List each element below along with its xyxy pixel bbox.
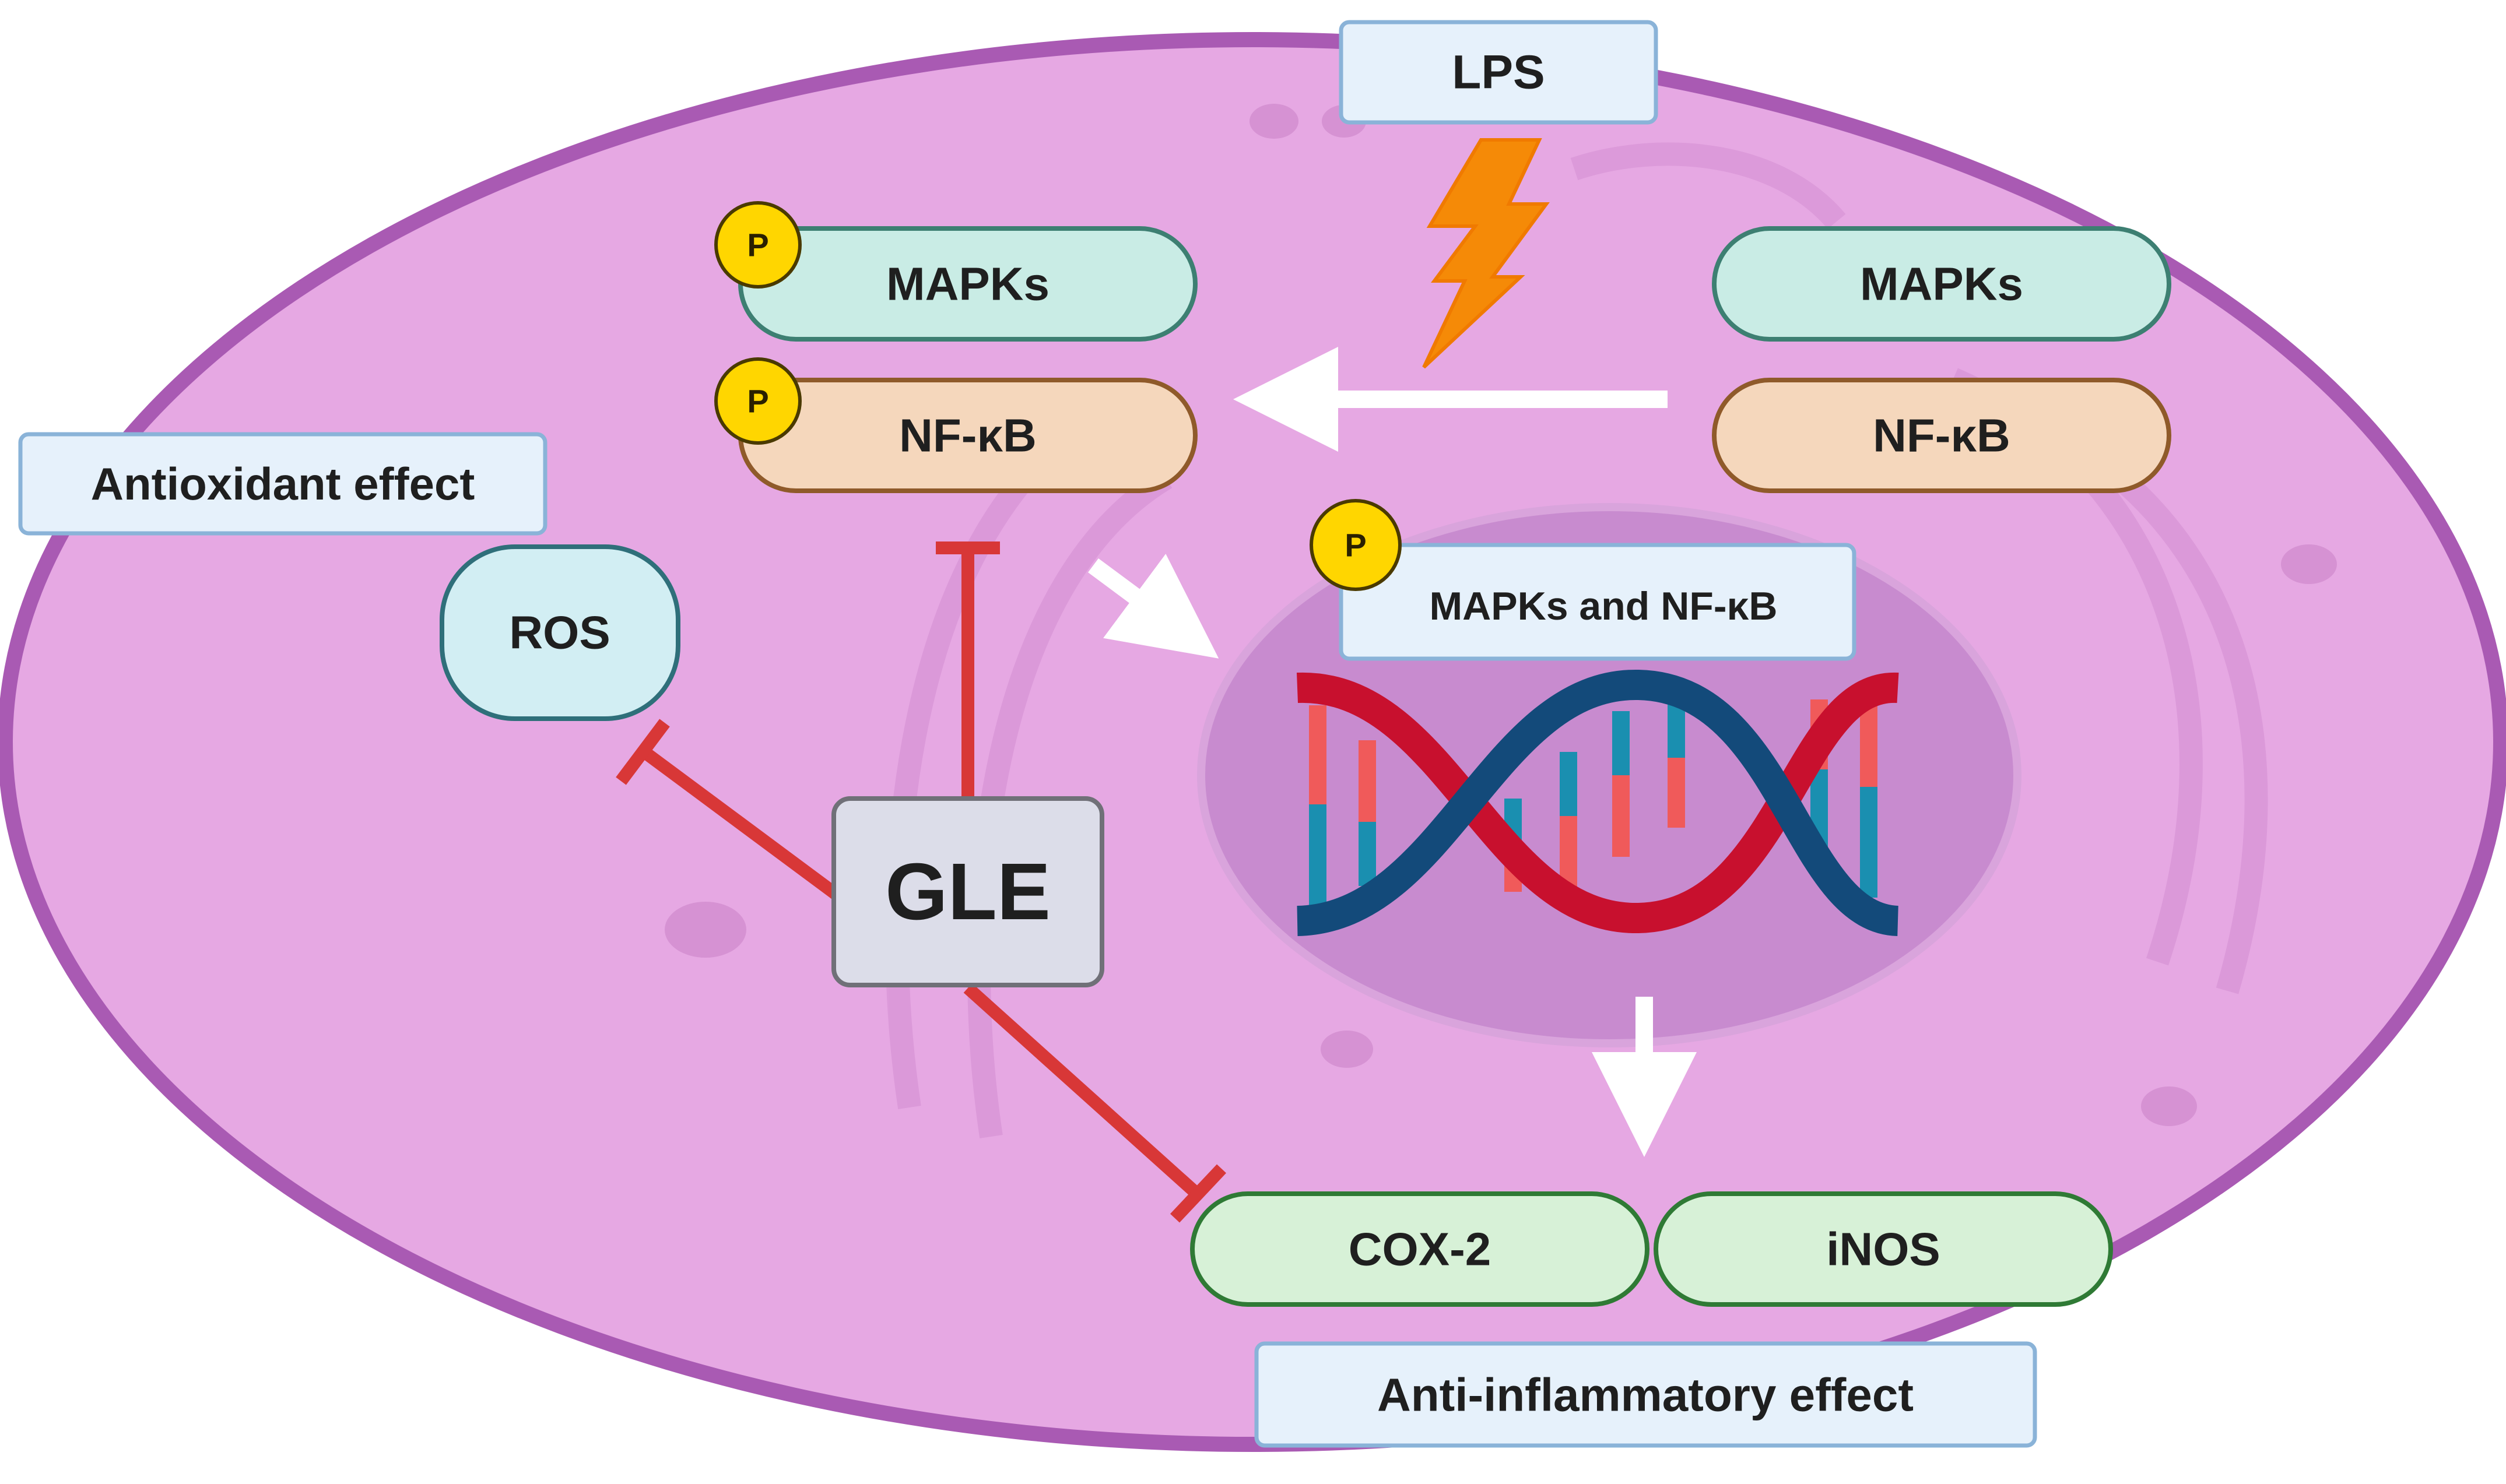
phospho-badge-mapks-label: P xyxy=(747,227,768,263)
mapks-inactive: MAPKs xyxy=(1712,226,2171,342)
phospho-badge-nfkb-label: P xyxy=(747,383,768,420)
mapks-phosphorylated: MAPKs P xyxy=(714,201,1198,342)
nuclear-factors-box: MAPKs and NF-κB P xyxy=(1310,499,1856,661)
nuclear-factors-label: MAPKs and NF-κB xyxy=(1429,584,1777,628)
nfkb-phosphorylated: NF-κB P xyxy=(714,357,1198,493)
phospho-badge-nuclear xyxy=(1310,499,1402,591)
antiinflammatory-effect-box: Anti-inflammatory effect xyxy=(1254,1341,2037,1448)
cox2-label: COX-2 xyxy=(1349,1223,1491,1275)
inhibition-lines xyxy=(616,541,1227,1223)
mapks-phospho-label: MAPKs xyxy=(886,258,1050,310)
nfkb-inactive: NF-κB xyxy=(1712,378,2171,493)
nfkb-inactive-label: NF-κB xyxy=(1873,410,2010,462)
ros-box: ROS xyxy=(440,544,680,721)
gle-box[interactable]: GLE xyxy=(831,796,1104,987)
dna-helix xyxy=(1296,669,1900,936)
lps-box: LPS xyxy=(1339,20,1658,125)
phospho-badge-nuclear-label: P xyxy=(1345,527,1366,564)
lps-label: LPS xyxy=(1452,46,1545,99)
antiinflammatory-effect-label: Anti-inflammatory effect xyxy=(1377,1369,1914,1421)
phospho-badge-mapks xyxy=(714,201,802,289)
gle-label: GLE xyxy=(885,847,1051,937)
ros-label: ROS xyxy=(509,607,610,659)
antioxidant-effect-box: Antioxidant effect xyxy=(18,432,547,536)
nfkb-phospho-label: NF-κB xyxy=(899,410,1037,462)
inos-box: iNOS xyxy=(1654,1191,2113,1307)
cox2-box: COX-2 xyxy=(1190,1191,1649,1307)
phospho-badge-nfkb xyxy=(714,357,802,445)
lightning-icon xyxy=(1422,138,1550,369)
mapks-inactive-label: MAPKs xyxy=(1860,258,2023,310)
translocation-arrow xyxy=(1088,554,1219,659)
inos-label: iNOS xyxy=(1826,1223,1940,1275)
antioxidant-effect-label: Antioxidant effect xyxy=(91,458,475,509)
